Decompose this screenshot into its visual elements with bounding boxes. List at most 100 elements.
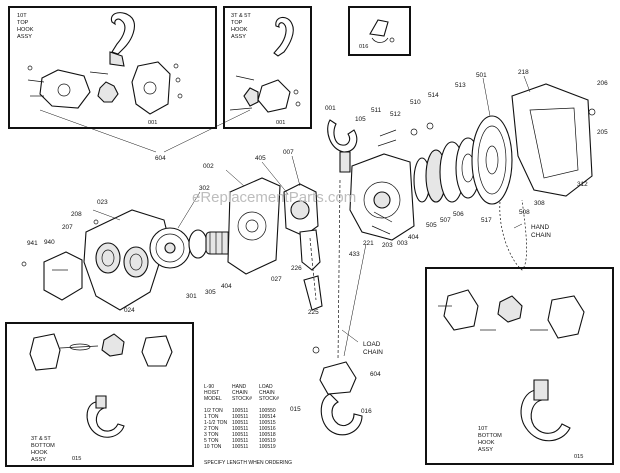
callout: 016 <box>361 408 372 415</box>
table-header-model-3: MODEL <box>204 396 222 402</box>
top-hook-10t-left-plate <box>39 69 91 109</box>
table-header-load-2: CHAIN <box>259 390 275 396</box>
callout-016-inset: 016 <box>359 44 368 50</box>
callout: 221 <box>363 240 374 247</box>
callout: 206 <box>597 80 608 87</box>
bottom-block-main <box>319 361 357 395</box>
hand-chain <box>499 199 527 271</box>
callout: 405 <box>255 155 266 162</box>
callout: 506 <box>453 211 464 218</box>
box-title-line2: TOP <box>17 20 29 26</box>
box-title-line2: BOTTOM <box>31 443 55 449</box>
callout: 404 <box>408 234 419 241</box>
table-cell: 1-1/2 TON <box>204 420 228 426</box>
box-title-line1: 10T <box>17 13 27 19</box>
box-title-line1: 10T <box>478 426 488 432</box>
top-hook-3t5t-box: 3T & 5T TOP HOOK ASSY 001 <box>223 6 312 129</box>
bottom-10t-center-sheave <box>497 295 523 323</box>
table-cell: 3 TON <box>204 432 219 438</box>
box-title-line3: HOOK <box>17 27 34 33</box>
callout: 001 <box>325 105 336 112</box>
box-title-line2: BOTTOM <box>478 433 502 439</box>
bottom-3t5t-left-block <box>29 333 61 371</box>
table-cell: 100519 <box>259 444 276 450</box>
box-title-line4: ASSY <box>478 447 493 453</box>
table-cell: 100511 <box>232 408 249 414</box>
hand-wheel-cover-218 <box>511 83 593 197</box>
callout: 218 <box>518 69 529 76</box>
hand-chain-label-1: HAND <box>531 224 549 231</box>
callout: 007 <box>283 149 294 156</box>
disc-301 <box>188 229 208 259</box>
table-header-hand-1: HAND <box>232 384 247 390</box>
callout: 404 <box>221 283 232 290</box>
callout-numbers: 604 218 206 205 501 513 514 512 510 511 … <box>27 69 608 415</box>
callout: 024 <box>124 307 135 314</box>
callout: 604 <box>370 371 381 378</box>
callout: 205 <box>597 129 608 136</box>
load-chain-label-1: LOAD <box>363 341 381 348</box>
top-hook-3t5t-plate <box>257 79 291 113</box>
table-cell: 100516 <box>259 426 276 432</box>
table-header-load-1: LOAD <box>259 384 273 390</box>
table-cell: 100511 <box>232 444 249 450</box>
bottom-10t-hook <box>520 389 571 442</box>
callout: 027 <box>271 276 282 283</box>
table-header-hand-2: CHAIN <box>232 390 248 396</box>
callout-001-top-10t: 001 <box>148 120 157 126</box>
top-hook-001 <box>327 119 358 153</box>
hand-wheel-501 <box>471 115 513 205</box>
leader-lines <box>39 75 531 357</box>
table-cell: 1 TON <box>204 414 219 420</box>
small-inset-box: 016 <box>348 6 411 56</box>
callout: 510 <box>410 99 421 106</box>
callout: 312 <box>577 181 588 188</box>
box-title-line4: ASSY <box>17 34 32 40</box>
latch-spring <box>369 19 389 37</box>
callout: 301 <box>186 293 197 300</box>
chain-guide-226 <box>299 229 321 271</box>
callout: 302 <box>199 185 210 192</box>
callout: 015 <box>290 406 301 413</box>
callout-001-top-3t5t: 001 <box>276 120 285 126</box>
box-title-line1: 3T & 5T <box>31 436 51 442</box>
callout: 433 <box>349 251 360 258</box>
top-hook-10t-box: 10T TOP HOOK ASSY 001 <box>8 6 217 129</box>
callout: 507 <box>440 217 451 224</box>
callout: 003 <box>397 240 408 247</box>
table-cell: 100511 <box>232 414 249 420</box>
housing-bore-right <box>123 246 149 278</box>
box-title-line2: TOP <box>231 20 243 26</box>
callout: 505 <box>426 222 437 229</box>
table-header-model-1: L-90 <box>204 384 214 390</box>
top-hook-10t-center-piece <box>97 81 119 103</box>
bottom-3t5t-hook <box>86 401 125 438</box>
top-hook-3t5t-star <box>243 87 259 107</box>
table-cell: 100519 <box>259 438 276 444</box>
callout: 512 <box>390 111 401 118</box>
table-header-hand-3: STOCK# <box>232 396 252 402</box>
table-cell: 100511 <box>232 426 249 432</box>
frame-plate-002 <box>227 177 281 275</box>
hand-chain-label-2: CHAIN <box>531 232 551 239</box>
table-cell: 10 TON <box>204 444 222 450</box>
table-footer: SPECIFY LENGTH WHEN ORDERING <box>204 460 292 466</box>
watermark: eReplacementParts.com <box>192 189 356 206</box>
callout: 517 <box>481 217 492 224</box>
top-hook-3t5t-hook <box>273 16 294 57</box>
table-cell: 1/2 TON <box>204 408 223 414</box>
housing-bore-left <box>95 242 121 274</box>
bottom-10t-right-plate <box>547 295 585 339</box>
box-title-line3: HOOK <box>478 440 495 446</box>
callout: 207 <box>62 224 73 231</box>
bottom-hook-015-main <box>320 393 363 436</box>
callout: 604 <box>155 155 166 162</box>
load-chain <box>337 179 341 361</box>
callout: 940 <box>44 239 55 246</box>
callout: 208 <box>71 211 82 218</box>
callout: 501 <box>476 72 487 79</box>
callout-015-bottom-10t: 015 <box>574 454 583 460</box>
top-hook-10t-right-plate <box>131 61 171 115</box>
table-header-load-3: STOCK# <box>259 396 279 402</box>
top-hook-10t-shank <box>109 51 125 67</box>
